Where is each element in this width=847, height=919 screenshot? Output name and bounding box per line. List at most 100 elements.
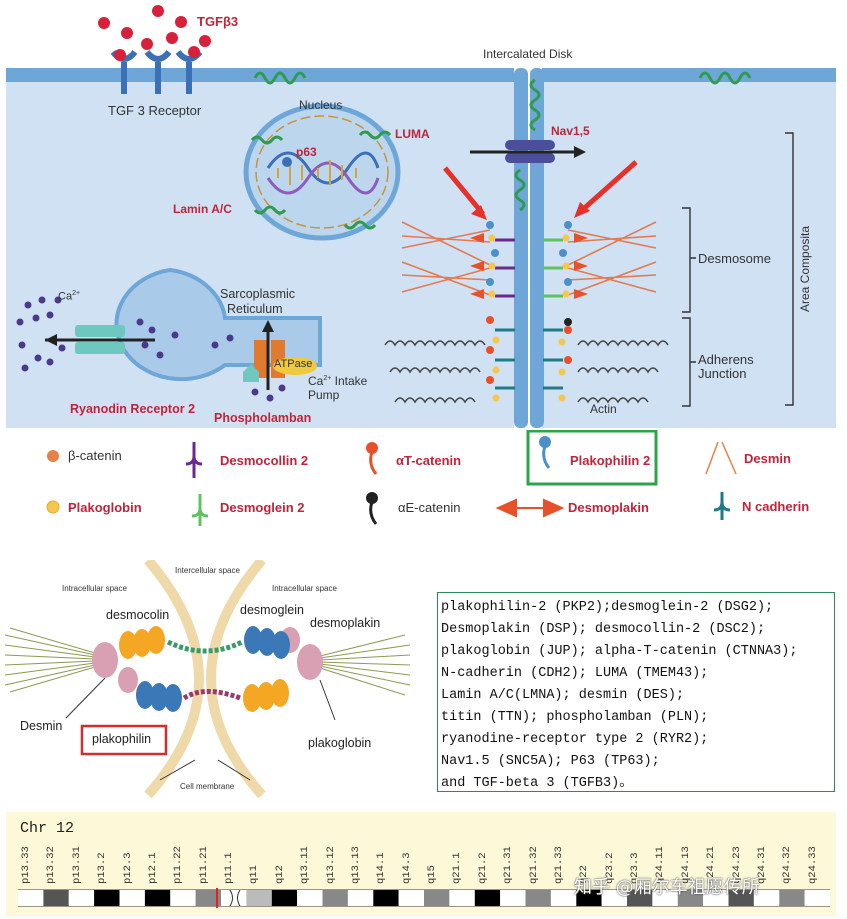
desmoplakin-right: [297, 644, 323, 680]
band-label: q21.2: [476, 852, 489, 884]
area-composita-label: Area Composita: [798, 225, 812, 312]
red-arrow-right: [578, 160, 638, 214]
plakophilin-icon: [539, 436, 551, 448]
n-cadherin-icon: [713, 492, 731, 520]
chromosome-band: [576, 890, 602, 906]
watermark: 知乎 @厢尔车祖愿传所: [574, 877, 760, 898]
tgf-receptor-label: TGF 3 Receptor: [108, 103, 202, 118]
chromosome-band: [424, 890, 450, 906]
disk-squiggle-lower: [514, 168, 526, 212]
cell-diagram: [6, 5, 836, 428]
chromosome-ideogram: [18, 888, 830, 908]
chromosome-band: [728, 890, 754, 906]
gene-line: plakoglobin (JUP); alpha-T-catenin (CTNN…: [441, 644, 798, 659]
plakophilin-highlight-box: [80, 724, 168, 756]
legend-desmoplakin: Desmoplakin: [568, 500, 649, 515]
lamin-label: Lamin A/C: [173, 202, 232, 216]
pump-label: Pump: [308, 388, 340, 402]
phospholamban-label: Phospholamban: [214, 411, 312, 425]
band-label: q24.33: [806, 846, 819, 884]
sr-label-line1: Sarcoplasmic: [220, 287, 296, 301]
desmin-filaments: [401, 221, 657, 296]
intercellular-space-label: Intercellular space: [175, 566, 240, 575]
desmocolin-left: [119, 626, 165, 659]
desmoplakin-label: desmoplakin: [310, 616, 381, 630]
chromosome-band: [347, 890, 374, 906]
desmosome-label: Desmosome: [698, 251, 771, 266]
desmoglein-right: [244, 626, 290, 659]
legend-desmoglein: Desmoglein 2: [220, 500, 305, 515]
gene-line: Nav1.5 (SNC5A); P63 (TP63);: [441, 754, 660, 769]
gene-line: ryanodine-receptor type 2 (RYR2);: [441, 732, 709, 747]
intercalated-disk-label: Intercalated Disk: [483, 47, 573, 61]
desmocollin-icon: [185, 442, 203, 478]
calcium-ions: [16, 296, 286, 402]
chromosome-band: [677, 890, 704, 906]
band-label: p13.2: [96, 852, 109, 884]
chromosome-band: [398, 890, 424, 906]
cell-membrane-label: Cell membrane: [180, 782, 235, 791]
plakoglobin-right: [243, 679, 289, 712]
desmoplakin-left: [92, 642, 118, 678]
legend-plakoglobin: Plakoglobin: [68, 500, 142, 515]
band-label: q14.1: [375, 852, 388, 884]
chromosome-band: [703, 890, 729, 906]
at-catenin-icon: [366, 442, 378, 454]
right-cell-membrane: [542, 68, 836, 82]
chromosome-band: [627, 890, 653, 906]
chromosome-band: [474, 890, 501, 906]
cell-membrane-right: [206, 560, 266, 799]
gene-line: N-cadherin (CDH2); LUMA (TMEM43);: [441, 666, 709, 681]
legend-desmin: Desmin: [744, 451, 791, 466]
band-label: q21.32: [527, 846, 540, 884]
cell-membrane-left: [144, 560, 204, 799]
calcium-label: Ca2+: [58, 290, 81, 303]
p63-label: p63: [296, 145, 317, 159]
chromosome-band: [449, 890, 475, 906]
gene-list-box: plakophilin-2 (PKP2);desmoglein-2 (DSG2)…: [437, 592, 835, 792]
ca-intake-label: Ca2+ Intake: [308, 374, 368, 388]
chromosome-band: [322, 890, 348, 906]
band-label: p13.32: [45, 846, 58, 884]
gene-line: Desmoplakin (DSP); desmocollin-2 (DSC2);: [441, 622, 766, 637]
desmoglein-icon: [191, 494, 209, 526]
band-label: p11.22: [172, 846, 185, 884]
legend-desmocollin: Desmocollin 2: [220, 453, 309, 468]
band-label: p11.21: [197, 846, 210, 884]
sr-label-line2: Reticulum: [227, 302, 283, 316]
plakophilin-left: [136, 681, 182, 712]
chromosome-band: [550, 890, 577, 906]
nucleus-label: Nucleus: [299, 98, 343, 112]
chromosome-band: [271, 890, 298, 906]
chromosome-band: [373, 890, 399, 906]
actin-label: Actin: [590, 402, 617, 416]
dna-helix: [266, 151, 380, 195]
band-label: p11.1: [223, 852, 235, 884]
cadherin-link-top: [166, 639, 244, 654]
adherens-junction-proteins: [486, 316, 572, 402]
chromosome-band: [18, 890, 44, 906]
chromosome-band: [68, 890, 95, 906]
beta-catenin-icon: [47, 450, 59, 462]
desmosome-proteins: [470, 221, 588, 299]
tgfb3-label: TGFβ3: [197, 14, 239, 29]
chromosome-band: [144, 890, 171, 906]
desmosome-diagram: [4, 560, 411, 799]
desmin-fibers-right: [319, 634, 411, 696]
disk-squiggle: [529, 78, 541, 132]
desmoglein-label: desmoglein: [240, 603, 304, 617]
tgf-receptors: [110, 50, 203, 94]
chromosome-band: [601, 890, 627, 906]
nav15-channel: [505, 140, 555, 150]
plakophilin-label: plakophilin: [92, 732, 152, 746]
desmoplakin-icon: [495, 498, 565, 518]
band-label: q21.1: [451, 852, 464, 884]
right-cell-cytoplasm: [542, 68, 836, 428]
desmin-icon: [705, 441, 737, 475]
ryanodin-label: Ryanodin Receptor 2: [70, 402, 196, 416]
region-brackets: [682, 132, 794, 407]
p63-marker: [282, 157, 292, 167]
luma-label: LUMA: [395, 127, 430, 141]
cadherin-link-bottom: [182, 689, 241, 701]
